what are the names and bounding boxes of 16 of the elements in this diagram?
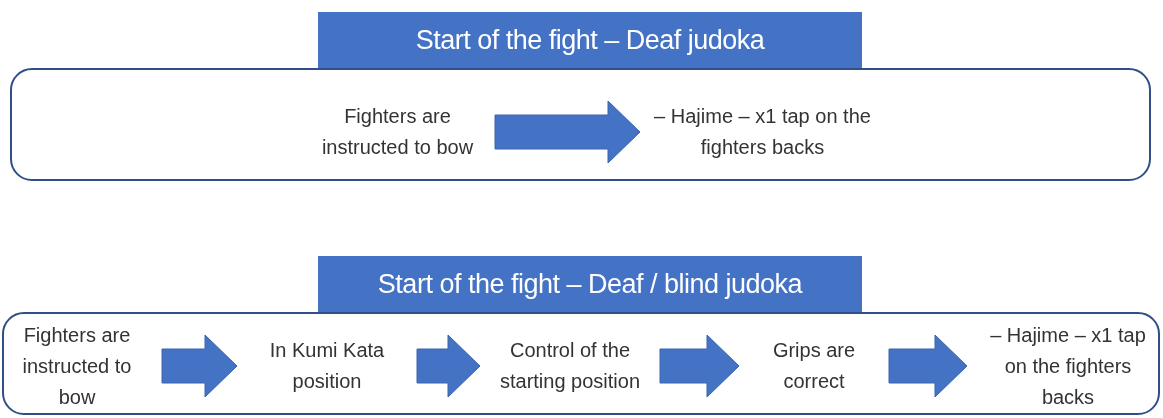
step-text: – Hajime – x1 tap on the fighters backs [977, 316, 1159, 416]
step-text: Grips are correct [749, 316, 879, 416]
panel [2, 256, 1161, 416]
block-arrow [659, 334, 740, 398]
heading-tab: Start of the fight – Deaf judoka [318, 12, 862, 68]
panel [10, 12, 1152, 182]
block-arrow [416, 334, 481, 398]
step-text: Fighters are instructed to bow [2, 316, 152, 416]
block-arrow [888, 334, 968, 398]
block-arrow [161, 334, 238, 398]
block-arrow [494, 100, 641, 164]
step-text: In Kumi Kata position [247, 316, 407, 416]
heading-tab: Start of the fight – Deaf / blind judoka [318, 256, 862, 312]
step-text: Control of the starting position [490, 316, 650, 416]
step-text: Fighters are instructed to bow [310, 82, 485, 182]
step-text: – Hajime – x1 tap on the fighters backs [650, 82, 875, 182]
